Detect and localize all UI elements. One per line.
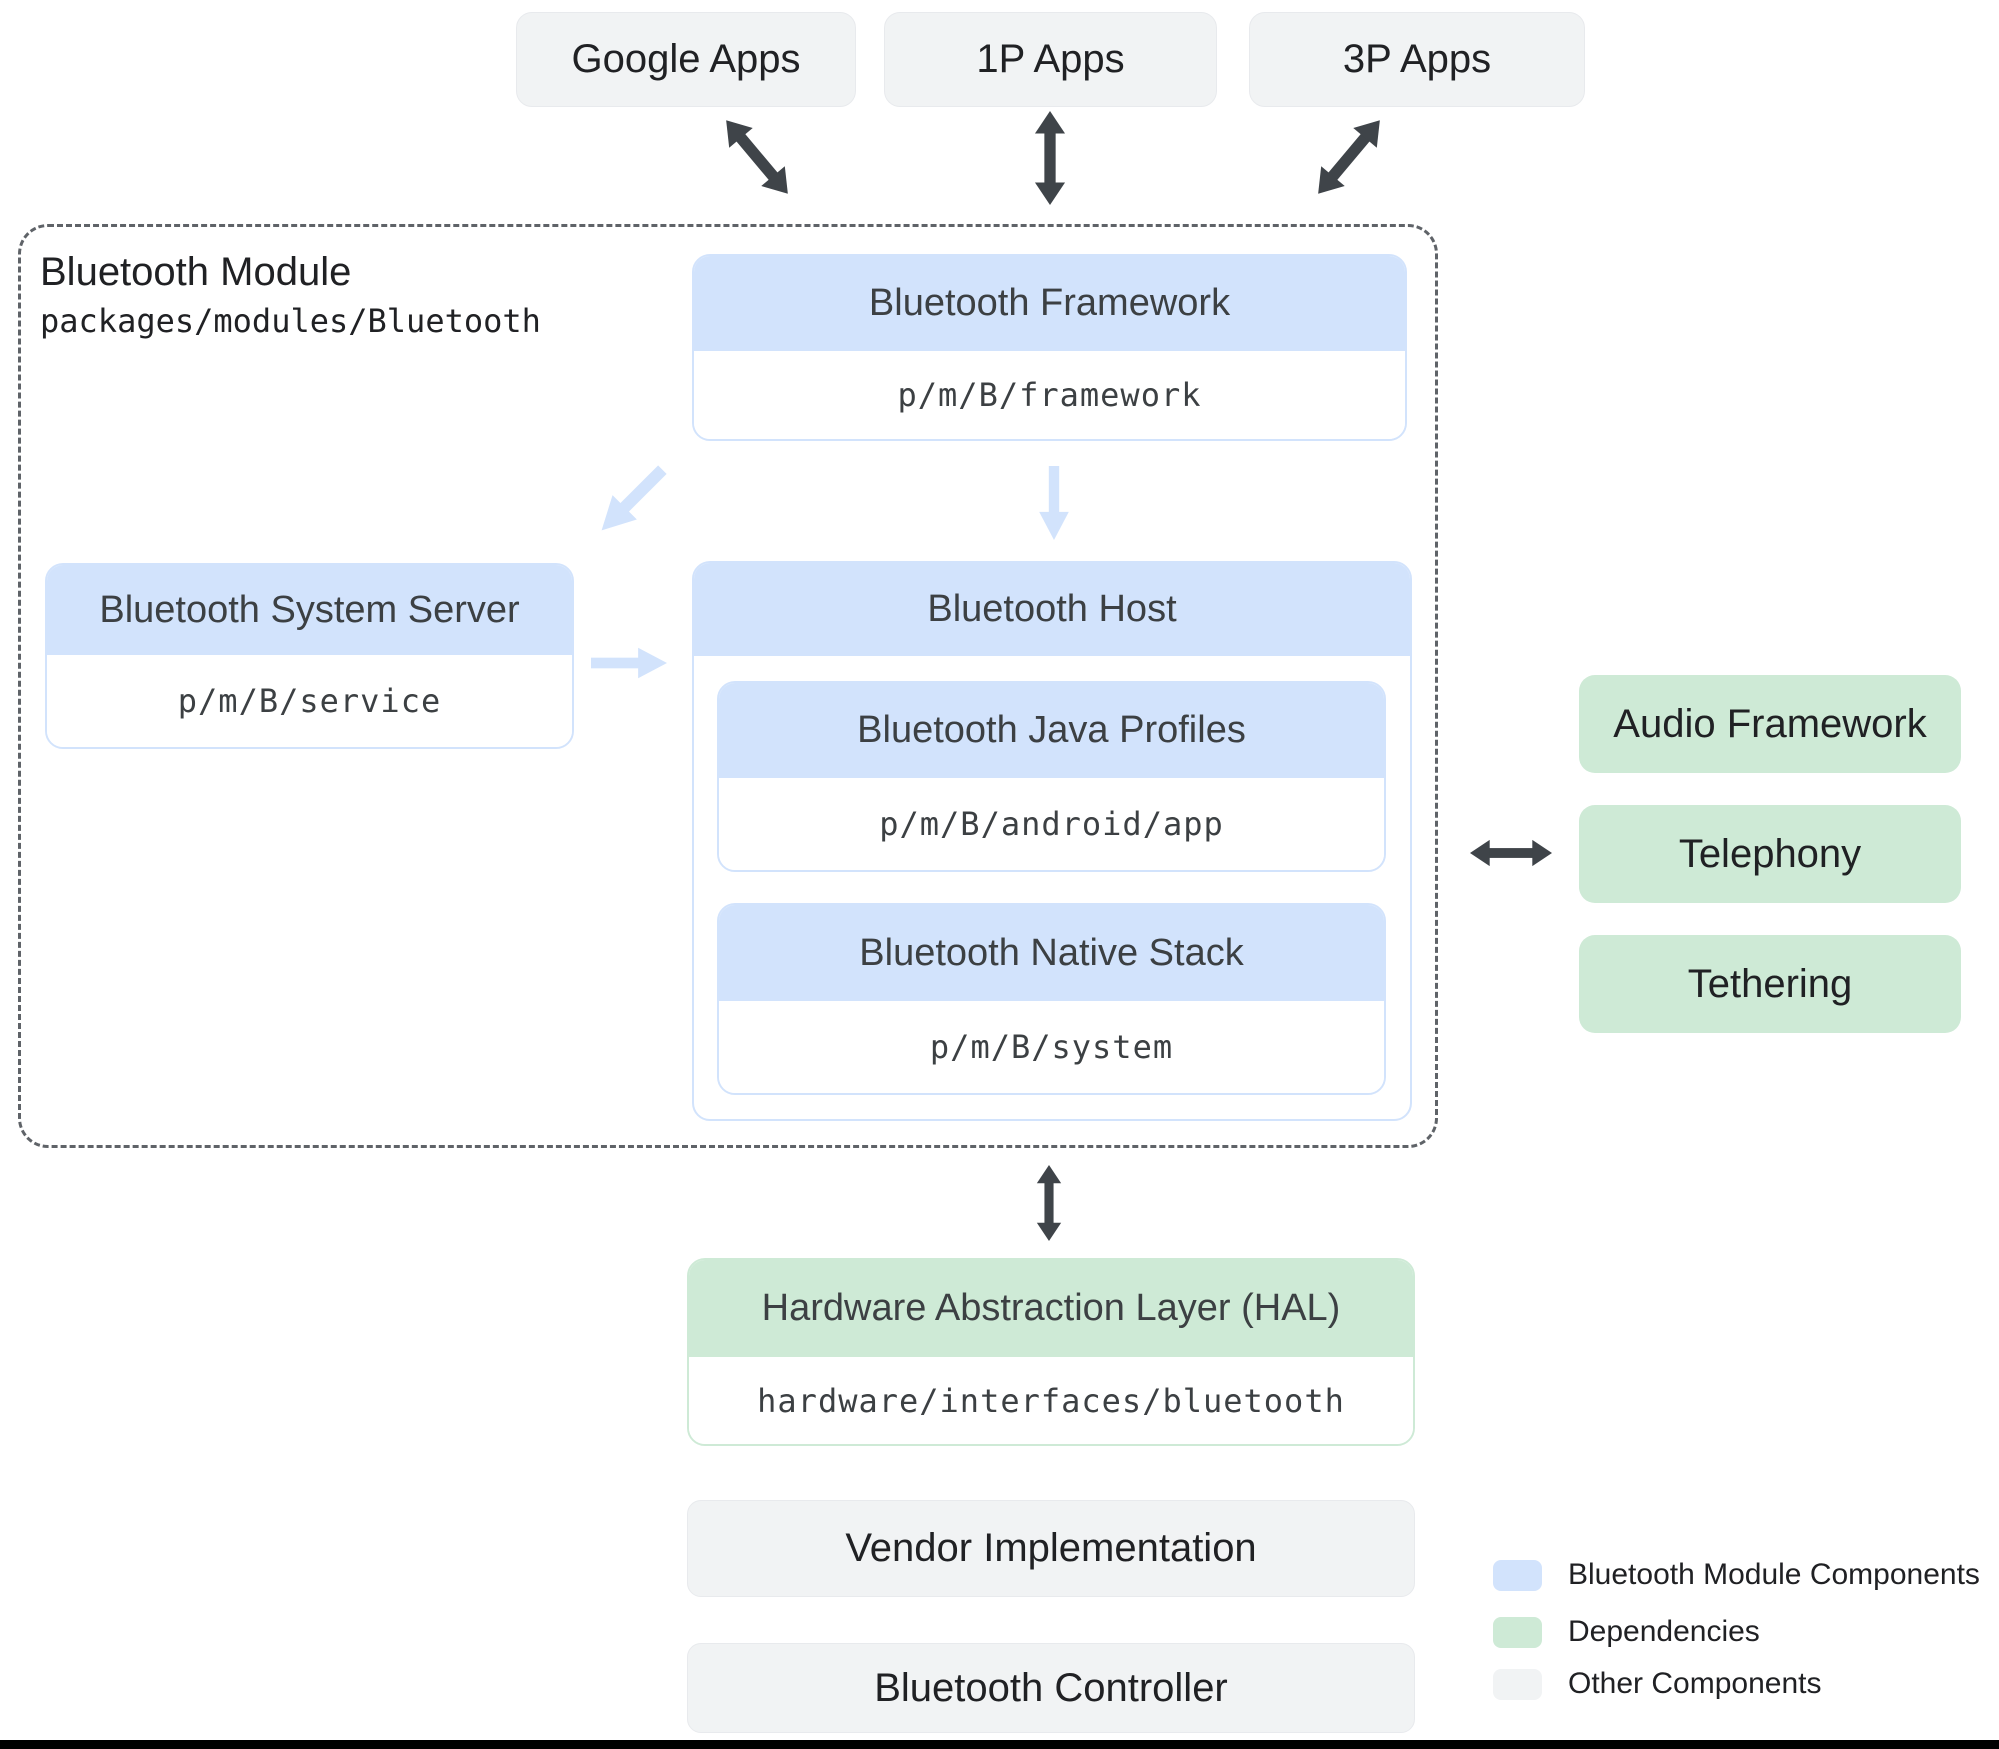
bluetooth-controller-box: Bluetooth Controller xyxy=(687,1643,1415,1733)
bluetooth-module-outline xyxy=(18,224,1438,1148)
vendor-implementation-box: Vendor Implementation xyxy=(687,1500,1415,1597)
bluetooth-native-stack-path: p/m/B/system xyxy=(719,1001,1384,1093)
bluetooth-native-stack-header: Bluetooth Native Stack xyxy=(719,905,1384,1001)
telephony-label: Telephony xyxy=(1678,831,1862,876)
tethering-label: Tethering xyxy=(1687,961,1853,1006)
bluetooth-system-server-title: Bluetooth System Server xyxy=(99,588,520,631)
bluetooth-system-server-box: Bluetooth System Server p/m/B/service xyxy=(45,563,574,749)
hal-title: Hardware Abstraction Layer (HAL) xyxy=(761,1287,1341,1329)
google-apps-box: Google Apps xyxy=(516,12,856,107)
legend-swatch-other-components xyxy=(1493,1668,1542,1700)
hal-header: Hardware Abstraction Layer (HAL) xyxy=(689,1260,1413,1357)
hal-path: hardware/interfaces/bluetooth xyxy=(689,1357,1413,1444)
legend-swatch-module-components xyxy=(1493,1559,1542,1591)
tethering-box: Tethering xyxy=(1579,935,1961,1033)
module-dependencies-bidirectional-arrow-icon xyxy=(1470,839,1552,867)
bluetooth-native-stack-box: Bluetooth Native Stack p/m/B/system xyxy=(717,903,1386,1095)
bluetooth-host-header: Bluetooth Host xyxy=(694,563,1410,656)
telephony-box: Telephony xyxy=(1579,805,1961,903)
third-party-apps-box: 3P Apps xyxy=(1249,12,1585,107)
bluetooth-framework-title: Bluetooth Framework xyxy=(868,282,1231,324)
bluetooth-system-server-header: Bluetooth System Server xyxy=(47,565,572,655)
bluetooth-java-profiles-box: Bluetooth Java Profiles p/m/B/android/ap… xyxy=(717,681,1386,872)
bottom-black-bar xyxy=(0,1740,1999,1749)
module-hal-bidirectional-arrow-icon xyxy=(1036,1165,1062,1241)
legend-item-module-components: Bluetooth Module Components xyxy=(1493,1558,1980,1592)
first-party-apps-label: 1P Apps xyxy=(976,37,1125,81)
legend-item-other-components: Other Components xyxy=(1493,1667,1821,1701)
bluetooth-module-path: packages/modules/Bluetooth xyxy=(40,302,541,340)
bluetooth-java-profiles-header: Bluetooth Java Profiles xyxy=(719,683,1384,778)
vendor-implementation-label: Vendor Implementation xyxy=(845,1526,1257,1570)
bluetooth-framework-box: Bluetooth Framework p/m/B/framework xyxy=(692,254,1407,441)
bluetooth-system-server-path: p/m/B/service xyxy=(47,655,572,747)
third-party-apps-label: 3P Apps xyxy=(1342,37,1492,81)
audio-framework-label: Audio Framework xyxy=(1613,701,1927,746)
audio-framework-box: Audio Framework xyxy=(1579,675,1961,773)
legend-item-dependencies: Dependencies xyxy=(1493,1615,1760,1649)
legend-label-other-components: Other Components xyxy=(1568,1667,1822,1700)
bluetooth-module-title: Bluetooth Module xyxy=(40,250,352,294)
bluetooth-java-profiles-path: p/m/B/android/app xyxy=(719,778,1384,870)
framework-to-system-server-arrow-icon xyxy=(601,465,667,531)
bluetooth-native-stack-title: Bluetooth Native Stack xyxy=(859,931,1244,974)
google-apps-bidirectional-arrow-icon xyxy=(726,120,788,194)
first-party-apps-bidirectional-arrow-icon xyxy=(1034,111,1066,205)
legend-label-module-components: Bluetooth Module Components xyxy=(1568,1558,1980,1591)
bluetooth-host-title: Bluetooth Host xyxy=(927,588,1177,630)
google-apps-label: Google Apps xyxy=(571,37,801,81)
bluetooth-framework-path: p/m/B/framework xyxy=(694,351,1405,439)
bluetooth-controller-label: Bluetooth Controller xyxy=(874,1665,1228,1710)
bluetooth-java-profiles-title: Bluetooth Java Profiles xyxy=(857,709,1246,751)
legend-swatch-dependencies xyxy=(1493,1616,1542,1648)
framework-to-host-arrow-icon xyxy=(1039,466,1069,540)
third-party-apps-bidirectional-arrow-icon xyxy=(1318,120,1380,194)
legend-label-dependencies: Dependencies xyxy=(1568,1615,1760,1648)
system-server-to-host-arrow-icon xyxy=(591,647,667,679)
bluetooth-framework-header: Bluetooth Framework xyxy=(694,256,1405,351)
hal-box: Hardware Abstraction Layer (HAL) hardwar… xyxy=(687,1258,1415,1446)
first-party-apps-box: 1P Apps xyxy=(884,12,1217,107)
